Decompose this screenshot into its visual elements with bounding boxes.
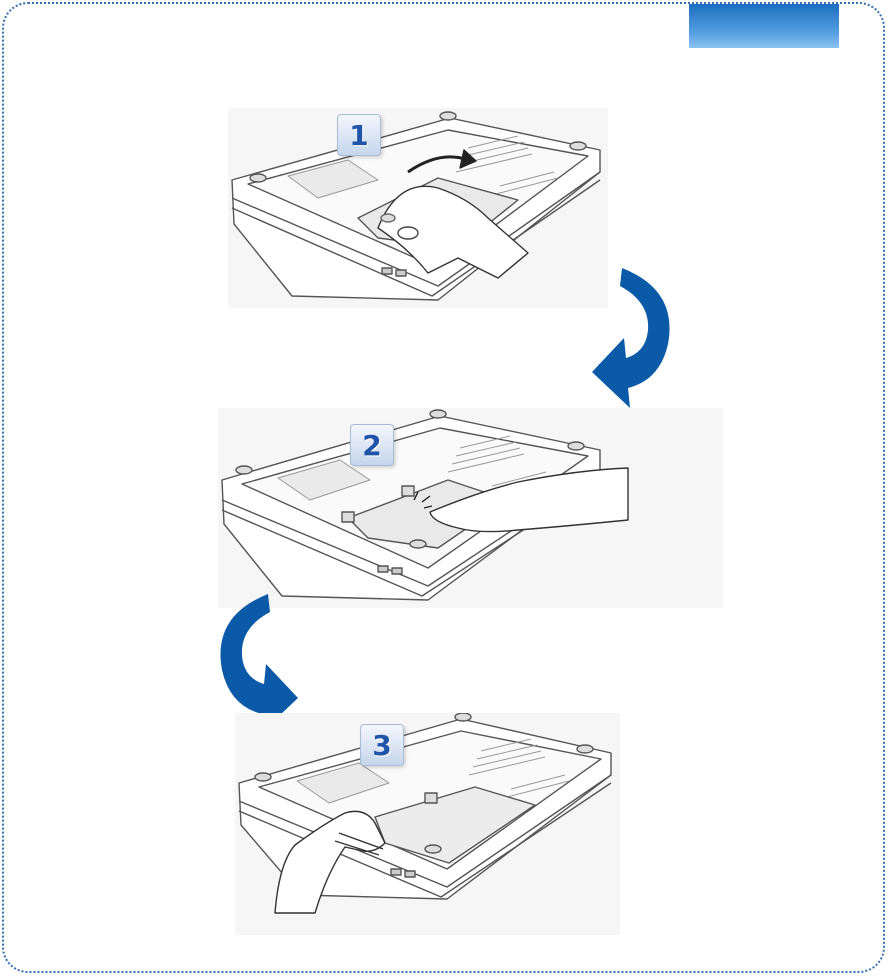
laptop-illustration-step-3 <box>235 713 620 935</box>
step-number-badge: 2 <box>350 424 394 466</box>
laptop-illustration-step-2 <box>218 408 723 608</box>
curved-arrow-down-left-icon <box>590 262 676 410</box>
corner-tab <box>689 4 839 48</box>
step-number-badge: 1 <box>337 114 381 156</box>
step-number-badge: 3 <box>360 724 404 766</box>
laptop-illustration-step-1 <box>228 108 608 308</box>
